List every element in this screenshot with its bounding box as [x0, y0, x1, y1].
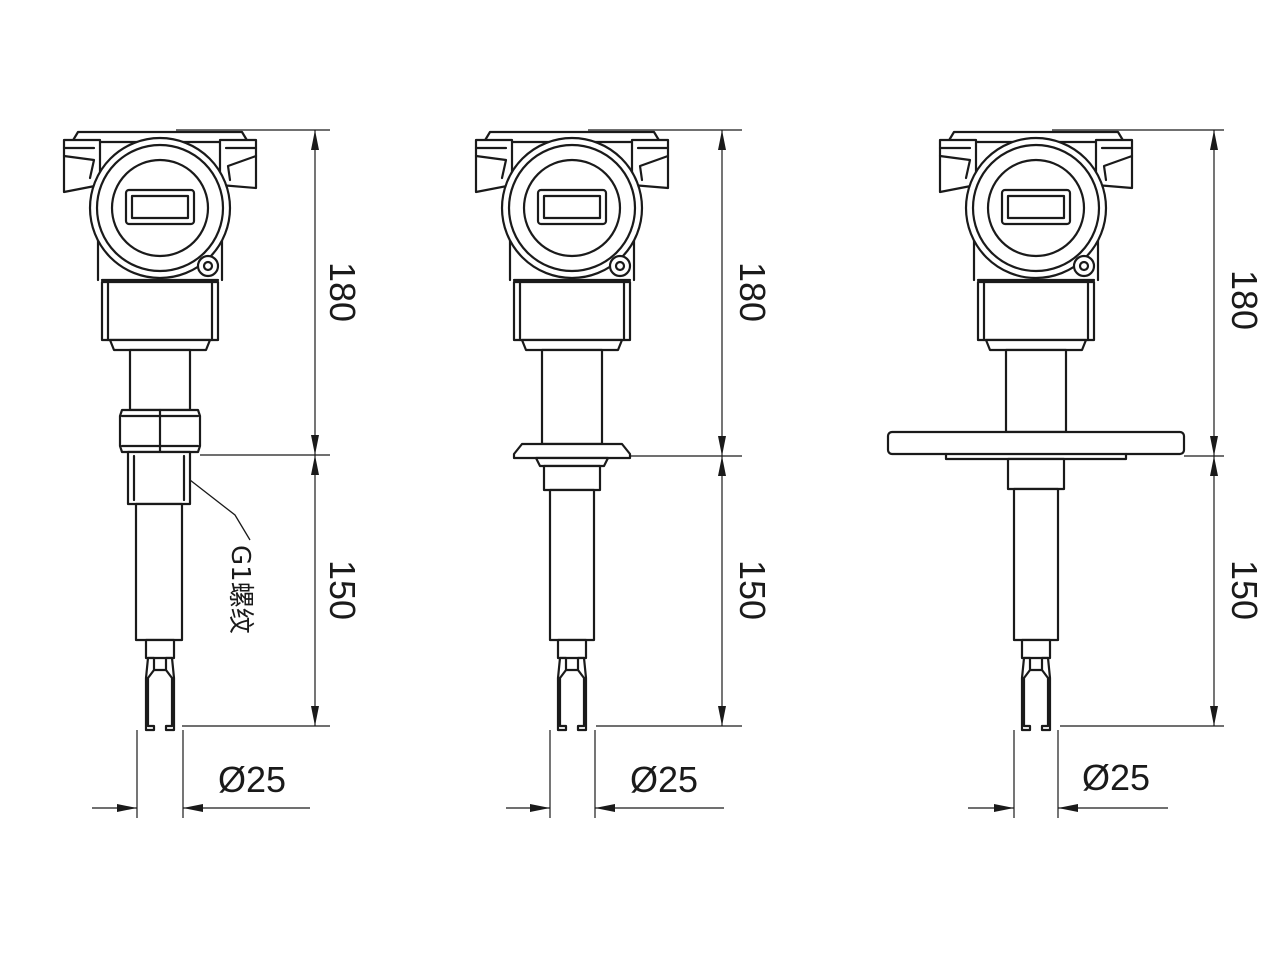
dimensions-3: 180 150 Ø25 — [968, 129, 1265, 818]
dimensions-1: 180 150 Ø25 — [92, 129, 363, 818]
stem-upper-3 — [1004, 348, 1068, 434]
thread-section — [126, 450, 192, 506]
dim-upper-3: 180 — [1224, 270, 1265, 330]
probe-shaft-2 — [548, 488, 596, 642]
probe-shaft-3 — [1012, 487, 1060, 642]
stem-upper-1 — [128, 348, 192, 412]
housing-2 — [474, 130, 670, 352]
view-clamp: 180 150 Ø25 — [474, 129, 773, 818]
callout-leader — [189, 479, 251, 541]
flange-plate — [886, 430, 1186, 491]
housing-1 — [62, 130, 258, 352]
dim-lower-1: 150 — [322, 560, 363, 620]
stem-upper-2 — [540, 348, 604, 446]
dim-upper-2: 180 — [732, 262, 773, 322]
view-threaded: G1螺纹 180 150 Ø25 — [62, 129, 363, 818]
clamp-ferrule — [512, 442, 632, 492]
thread-callout-label: G1螺纹 — [225, 545, 255, 634]
dimensions-2: 180 150 Ø25 — [506, 129, 773, 818]
dim-dia-2: Ø25 — [630, 759, 698, 800]
dim-dia-1: Ø25 — [218, 759, 286, 800]
hex-nut — [118, 408, 202, 454]
fork-tip-3 — [1020, 638, 1052, 732]
dim-lower-3: 150 — [1224, 560, 1265, 620]
fork-tip-2 — [556, 638, 588, 732]
fork-tip-1 — [144, 638, 176, 732]
housing-3 — [938, 130, 1134, 352]
dim-lower-2: 150 — [732, 560, 773, 620]
probe-shaft-1 — [134, 502, 184, 642]
view-flange: 180 150 Ø25 — [886, 129, 1265, 818]
dim-upper-1: 180 — [322, 262, 363, 322]
dim-dia-3: Ø25 — [1082, 757, 1150, 798]
